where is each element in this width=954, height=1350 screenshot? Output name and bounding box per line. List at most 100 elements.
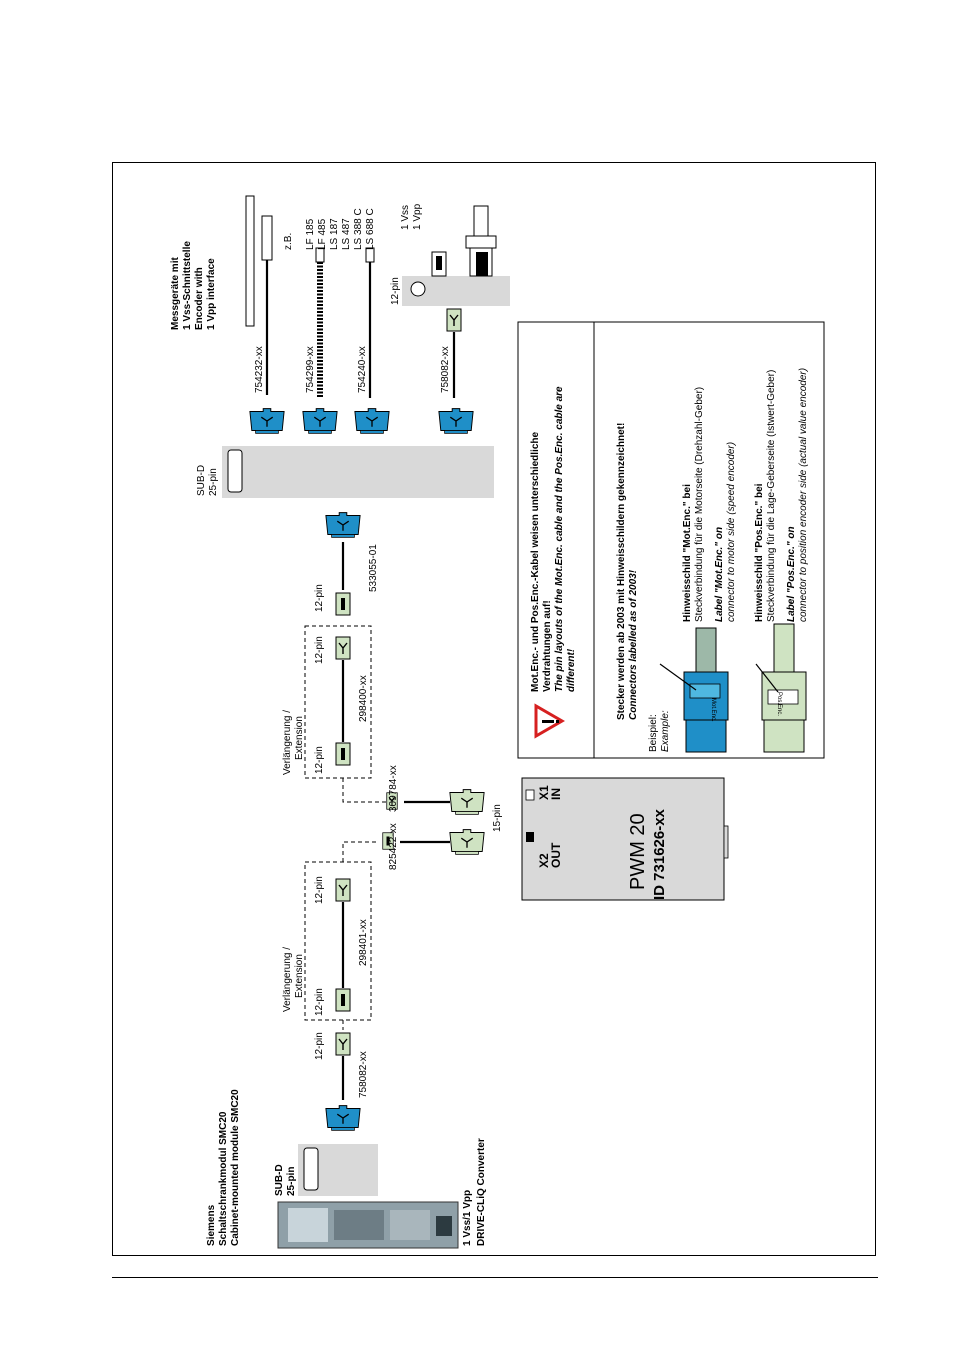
- warning-line-4: different!: [566, 648, 577, 692]
- green-connector-825422: [449, 828, 485, 856]
- pin-label-12: 12-pin: [314, 746, 325, 774]
- converter-label-2: DRIVE-CLiQ Converter: [476, 1138, 487, 1246]
- plug-pin-icon: [436, 256, 442, 270]
- pwm20-device: [521, 777, 725, 901]
- subd-socket-icon: [227, 449, 243, 493]
- signal-1vpp: 1 Vpp: [412, 203, 423, 230]
- smc-title-3: Cabinet-mounted module SMC20: [230, 1089, 241, 1246]
- blue-connector-754240: [354, 407, 390, 435]
- encoders-title-4: 1 Vpp interface: [206, 258, 217, 330]
- example-en: Example:: [660, 710, 671, 752]
- warning-line-1: Mot.Enc.- und Pos.Enc.-Kabel weisen unte…: [530, 432, 541, 692]
- pos-enc-tag-en: "Pos.Enc.": [786, 541, 797, 593]
- pos-line-2: Steckverbindung für die Lage-Geberseite …: [766, 370, 777, 622]
- label-309784: 309784-xx: [388, 765, 399, 812]
- label-758082-top: 758082-xx: [440, 346, 451, 393]
- warning-line-2: Verdrahtungen auf!: [542, 600, 553, 692]
- model-ls388c: LS 388 C: [353, 208, 364, 250]
- port-x2: X2: [537, 853, 551, 868]
- encoders-title-3: Encoder with: [194, 267, 205, 330]
- encoders-title-1: Messgeräte mit: [170, 257, 181, 330]
- converter-label-1: 1 Vss/1 Vpp: [462, 1190, 473, 1246]
- pin-label-12: 12-pin: [314, 988, 325, 1016]
- connector-12pin-male: [335, 592, 351, 616]
- connector-12pin-female: [335, 1032, 351, 1056]
- label-298400: 298400-xx: [358, 675, 369, 722]
- warning-icon: [534, 703, 566, 739]
- blue-connector-758082: [438, 407, 474, 435]
- blue-connector-754299: [302, 407, 338, 435]
- port-x1: X1: [537, 785, 551, 800]
- label-758082-bottom: 758082-xx: [358, 1051, 369, 1098]
- encoder-shaft-icon: [473, 205, 489, 237]
- label-298401: 298401-xx: [358, 919, 369, 966]
- mot-enc-connector-icon: Mot.Enc.: [659, 627, 729, 753]
- extension-box-298400: [304, 625, 372, 779]
- mot-enc-tag: "Mot.Enc.": [682, 501, 693, 552]
- mot-line-2: Steckverbindung für die Motorseite (Dreh…: [694, 387, 705, 622]
- subd-top-label-2: 25-pin: [208, 468, 219, 496]
- pin-label-12: 12-pin: [314, 876, 325, 904]
- subd-top-label-1: SUB-D: [196, 465, 207, 496]
- mot-enc-sticker-text: Mot.Enc.: [710, 698, 716, 722]
- subd-top-panel: [222, 446, 494, 498]
- smc-title-1: Siemens: [206, 1204, 217, 1246]
- x2-socket-icon: [526, 832, 534, 842]
- label-533055: 533055-01: [368, 544, 379, 592]
- model-ls688c: LS 688 C: [365, 208, 376, 250]
- note-heading-de: Stecker werden ab 2003 mit Hinweisschild…: [616, 423, 627, 720]
- model-lf485: LF 485: [317, 218, 328, 250]
- warning-line-3: The pin layouts of the Mot.Enc. cable an…: [554, 386, 565, 692]
- blue-connector-533055: [325, 511, 361, 539]
- smc-subd-label-1: SUB-D: [274, 1164, 285, 1196]
- connector-12pin-male: [335, 988, 351, 1012]
- link-to-309784: [342, 778, 388, 803]
- green-connector-309784: [449, 788, 485, 816]
- smc20-module-icon: [277, 1201, 459, 1249]
- model-lf185: LF 185: [305, 218, 316, 250]
- model-ls187: LS 187: [329, 218, 340, 250]
- pos-enc-sticker-text: Pos.Enc.: [776, 692, 782, 716]
- connector-12pin-female: [446, 308, 462, 332]
- diagram-frame: [112, 162, 876, 1256]
- pin-label-15: 15-pin: [492, 804, 503, 832]
- extension-label-2: Extension: [294, 954, 305, 998]
- subd-socket-icon: [303, 1147, 319, 1191]
- model-ls487: LS 487: [341, 218, 352, 250]
- extension-label-2: Extension: [294, 716, 305, 760]
- pwm20-title: PWM 20: [627, 813, 649, 890]
- pwm20-side-tab: [723, 825, 729, 859]
- encoders-title-2: 1 Vss-Schnittstelle: [182, 241, 193, 330]
- connector-12pin-female: [335, 636, 351, 660]
- pin-label-12: 12-pin: [314, 584, 325, 612]
- linear-scale-icon: [245, 195, 255, 327]
- connector-12pin-male: [335, 742, 351, 766]
- pwm20-id: ID 731626-xx: [651, 808, 668, 900]
- port-x1-in: IN: [549, 788, 563, 800]
- mot-line-4: connector to motor side (speed encoder): [726, 442, 737, 622]
- signal-1vss: 1 Vss: [400, 205, 411, 230]
- extension-label-1: Verlängerung /: [282, 710, 293, 775]
- mot-line-3: Label "Mot.Enc." on: [714, 527, 725, 622]
- pos-line-1: Hinweisschild "Pos.Enc." bei: [754, 483, 765, 622]
- pos-enc-connector-icon: Pos.Enc.: [755, 623, 807, 753]
- pos-line-4: connector to position encoder side (actu…: [798, 368, 809, 622]
- example-de: Beispiel:: [648, 714, 659, 752]
- mot-enc-tag-en: "Mot.Enc.": [714, 542, 725, 593]
- label-754240: 754240-xx: [357, 346, 368, 393]
- x1-socket-icon: [525, 789, 535, 801]
- scanning-head-icon: [261, 215, 273, 261]
- label-754299: 754299-xx: [305, 346, 316, 393]
- label-825422: 825422-xx: [388, 823, 399, 870]
- smc-subd-label-2: 25-pin: [286, 1167, 297, 1196]
- encoder-12pin-label: 12-pin: [390, 277, 401, 305]
- pin-label-12: 12-pin: [314, 1032, 325, 1060]
- blue-connector-758082-bottom: [324, 1104, 362, 1132]
- extension-label-1: Verlängerung /: [282, 947, 293, 1012]
- encoder-flange-icon: [465, 235, 497, 249]
- mot-line-1: Hinweisschild "Mot.Enc." bei: [682, 484, 693, 622]
- example-label: z.B.: [283, 233, 294, 250]
- round-socket-icon: [410, 281, 426, 297]
- encoders-title: Messgeräte mit 1 Vss-Schnittstelle Encod…: [170, 241, 217, 330]
- label-754232: 754232-xx: [254, 346, 265, 393]
